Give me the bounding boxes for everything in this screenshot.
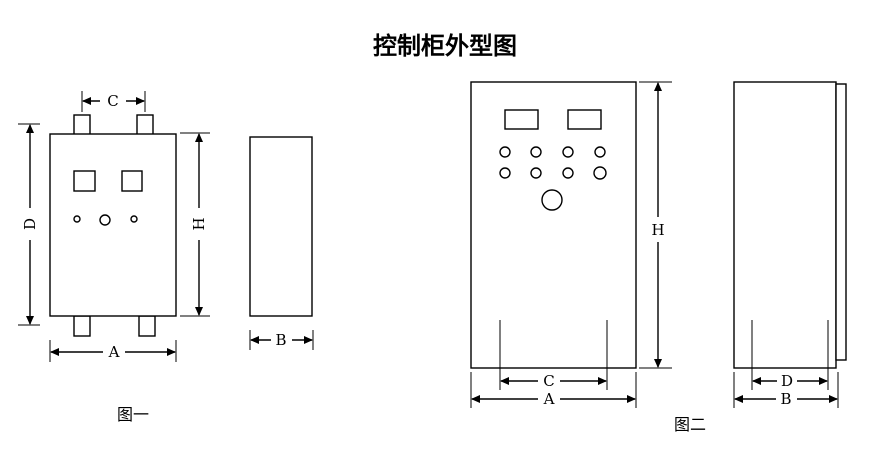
fig1-dim-a-label: A	[108, 343, 120, 361]
fig2-indicator-lamp	[562, 146, 574, 158]
fig2-indicator-lamp	[499, 167, 511, 179]
fig1-cabinet-front	[49, 133, 177, 317]
page-title: 控制柜外型图	[373, 32, 517, 60]
fig1-dim-c-label: C	[107, 92, 118, 110]
fig2-indicator-lamp	[593, 166, 607, 180]
fig2-meter-window-right	[567, 109, 602, 130]
fig1-cabinet-side	[249, 136, 313, 317]
fig1-meter-window-right	[121, 170, 143, 192]
fig1-bottom-terminal-left	[73, 315, 91, 337]
fig1-dim-h-label: H	[190, 217, 208, 230]
fig1-bottom-terminal-right	[138, 315, 156, 337]
fig2-indicator-lamp	[562, 167, 574, 179]
fig1-caption: 图一	[117, 405, 149, 424]
fig1-indicator-lamp	[130, 215, 138, 223]
fig2-caption: 图二	[674, 415, 706, 434]
fig2-cabinet-side	[733, 81, 837, 369]
fig2-indicator-lamp	[530, 167, 542, 179]
fig2-dim-c-label: C	[543, 372, 554, 390]
figure-2: H C A D B 图二	[470, 81, 847, 434]
figure-1: C D H A B 图一	[18, 91, 314, 424]
fig2-indicator-lamp	[594, 146, 606, 158]
fig2-cabinet-door-edge	[835, 83, 847, 361]
fig1-dim-d-label: D	[21, 218, 39, 230]
fig1-top-terminal-right	[136, 114, 154, 136]
fig1-indicator-lamp	[73, 215, 81, 223]
fig2-cabinet-front	[470, 81, 637, 369]
fig2-dim-d-label: D	[781, 372, 793, 390]
fig1-top-terminal-left	[73, 114, 91, 136]
fig1-knob	[99, 214, 111, 226]
fig2-indicator-lamp	[499, 146, 511, 158]
fig1-dim-b-label: B	[275, 331, 286, 349]
fig2-meter-window-left	[504, 109, 539, 130]
fig1-meter-window-left	[73, 170, 96, 192]
fig2-dim-h-label: H	[651, 221, 664, 239]
fig2-dim-a-label: A	[543, 390, 555, 408]
fig2-dim-b-label: B	[780, 390, 791, 408]
fig2-knob	[541, 189, 563, 211]
fig2-indicator-lamp	[530, 146, 542, 158]
